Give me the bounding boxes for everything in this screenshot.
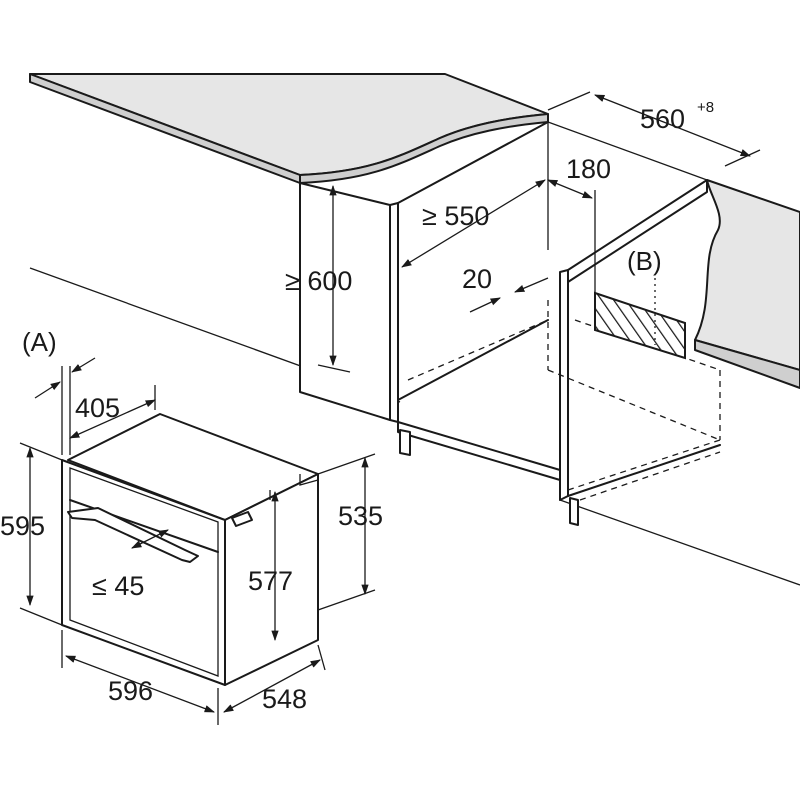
left-cabinet-panel — [299, 121, 561, 481]
dim-width-tolerance: +8 — [697, 99, 714, 116]
dim-577: 577 — [248, 566, 293, 596]
dim-width-min: 560 — [640, 104, 685, 134]
ventilation-cutout — [594, 190, 686, 360]
dim-405: 405 — [75, 393, 120, 423]
label-b: (B) — [627, 246, 662, 276]
right-worktop — [694, 179, 800, 389]
right-cabinet-panel — [559, 179, 721, 526]
dim-gap-180: 180 — [566, 154, 611, 184]
label-a: (A) — [22, 327, 57, 357]
left-worktop — [29, 73, 549, 184]
oven — [61, 413, 319, 686]
dim-595: 595 — [0, 511, 45, 541]
dim-height-min: ≥ 600 — [285, 266, 352, 296]
dim-gap-20: 20 — [462, 264, 492, 294]
dim-548: 548 — [262, 684, 307, 714]
dim-596: 596 — [108, 676, 153, 706]
dim-535: 535 — [338, 501, 383, 531]
dim-45: ≤ 45 — [92, 571, 144, 601]
dimension-lines — [19, 91, 761, 725]
dim-depth-min: ≥ 550 — [422, 201, 489, 231]
